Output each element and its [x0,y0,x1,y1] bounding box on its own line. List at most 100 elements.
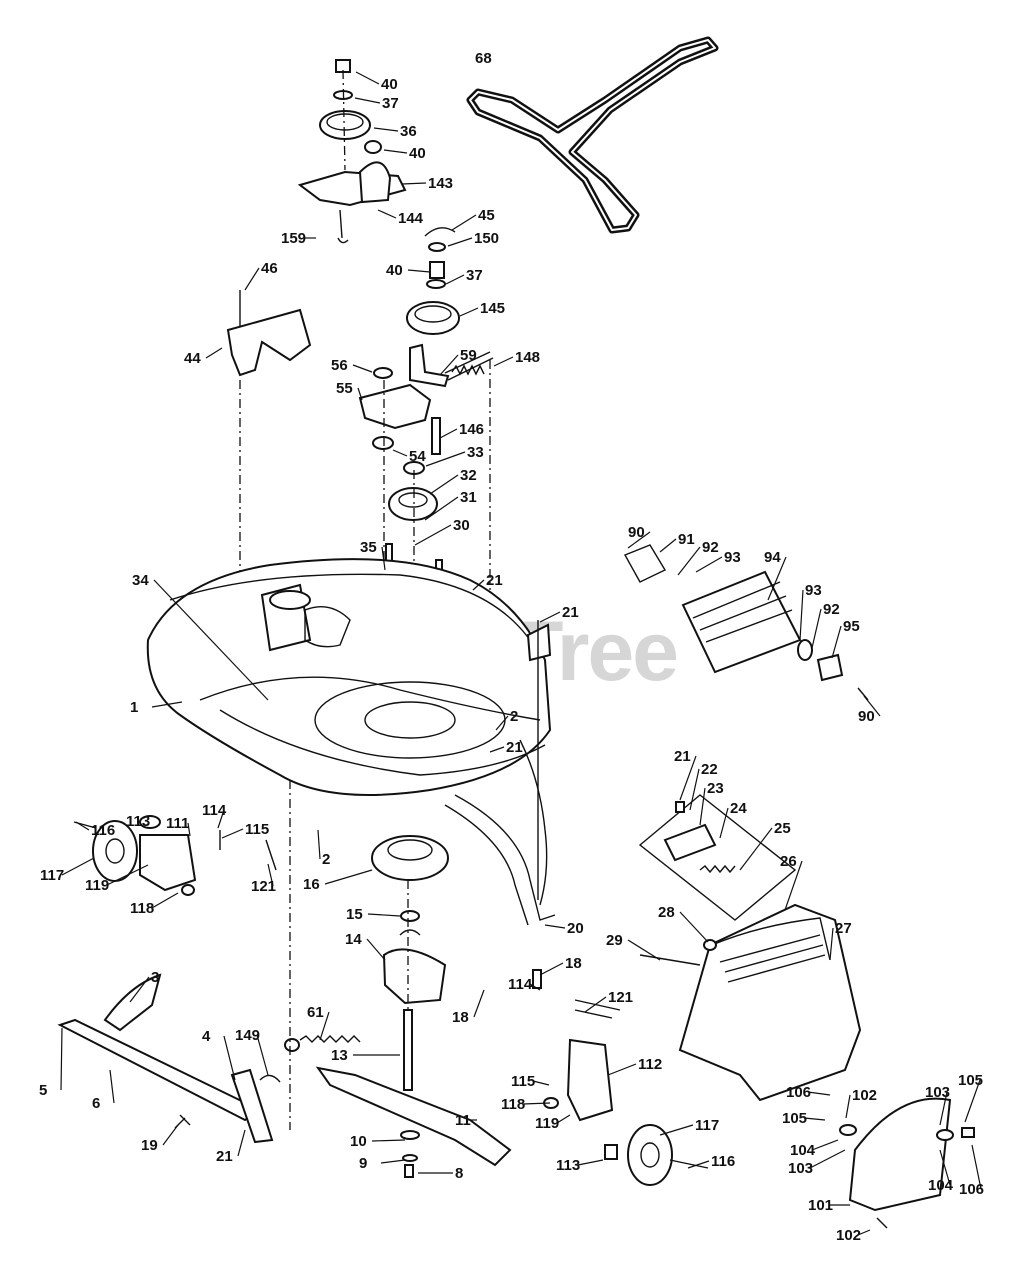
callout-113: 113 [556,1157,604,1174]
leader-line [414,524,452,546]
leader-line [373,127,399,132]
leader-line [217,809,225,829]
leader-line [380,1159,406,1164]
callout-26: 26 [780,853,803,911]
callout-label: 9 [359,1155,367,1172]
leader-line [425,451,466,467]
callout-37: 37 [445,267,483,285]
callout-label: 6 [92,1095,100,1112]
callout-label: 159 [281,230,306,247]
leader-line [366,938,386,961]
callout-label: 15 [346,906,363,923]
callout-149: 149 [235,1027,269,1076]
callout-4: 4 [202,1028,236,1081]
callout-146: 146 [439,421,484,439]
leader-line [495,715,509,731]
callout-label: 93 [724,549,741,566]
leader-line [493,356,514,367]
leader-line [739,827,773,871]
callout-label: 31 [460,489,477,506]
callout-36: 36 [373,123,417,140]
callout-label: 55 [336,380,353,397]
leader-line [129,976,150,1003]
callout-label: 1 [130,699,138,716]
lift-links [57,780,361,1144]
deflector [839,1097,975,1229]
callout-label: 119 [85,877,109,894]
drive-belt [466,36,719,234]
callout-label: 54 [409,448,426,465]
callout-3: 3 [129,969,159,1003]
leader-line [429,474,459,495]
callout-label: 106 [786,1084,811,1101]
leader-line [352,364,373,373]
callout-94: 94 [764,549,787,601]
callout-29: 29 [606,932,661,961]
callout-label: 92 [702,539,719,556]
callout-label: 95 [843,618,860,635]
callout-116: 116 [687,1153,735,1170]
callout-label: 144 [398,210,424,227]
callout-121: 121 [584,989,633,1013]
callout-label: 35 [360,539,377,556]
leader-line [256,1034,269,1076]
callout-label: 104 [928,1177,954,1194]
callout-label: 113 [556,1157,580,1174]
callout-145: 145 [459,300,505,317]
callout-103: 103 [788,1149,846,1177]
callout-label: 21 [506,739,523,756]
leader-line [367,913,401,917]
callout-20: 20 [544,920,584,937]
callout-118: 118 [501,1096,551,1113]
leader-line [627,531,651,549]
callout-19: 19 [141,1124,179,1154]
callout-92: 92 [811,601,840,649]
leader-line [845,1094,851,1119]
leader-line [857,1229,871,1236]
callout-label: 104 [790,1142,816,1159]
leader-line [829,927,834,961]
callout-label: 24 [730,800,747,817]
leader-line [627,939,661,961]
discharge-chute [639,903,862,1102]
callout-14: 14 [345,931,386,961]
callout-label: 148 [515,349,540,366]
leader-line [544,924,566,929]
callout-30: 30 [414,517,470,546]
leader-line [964,1079,981,1123]
idler-pulley-stack-top [297,59,407,244]
callout-56: 56 [331,357,373,374]
callout-31: 31 [424,489,477,521]
callout-label: 20 [567,920,584,937]
leader-line [424,496,459,521]
callout-114: 114 [202,802,227,829]
callout-label: 116 [711,1153,735,1170]
leader-line [61,857,95,876]
leader-line [439,428,458,439]
callout-label: 94 [764,549,781,566]
callout-121: 121 [251,863,276,895]
callout-104: 104 [790,1139,839,1159]
leader-line [317,829,321,860]
idler-pulley-stack-lower [406,227,494,590]
gauge-wheel-left [73,815,277,896]
callout-label: 27 [835,920,852,937]
leader-line [153,579,269,701]
leader-line [60,1027,63,1091]
callout-label: 32 [460,467,477,484]
callout-8: 8 [418,1165,463,1182]
callout-label: 18 [565,955,582,972]
callout-2: 2 [495,708,518,731]
callout-91: 91 [659,531,695,553]
callout-label: 112 [638,1056,662,1073]
callout-40: 40 [355,71,398,93]
leader-line [383,149,408,154]
leader-line [407,269,431,273]
callout-22: 22 [689,761,718,811]
leader-line [811,608,822,649]
callout-label: 8 [455,1165,463,1182]
callout-label: 91 [678,531,695,548]
leader-line [607,1063,637,1076]
leader-line [106,864,149,886]
